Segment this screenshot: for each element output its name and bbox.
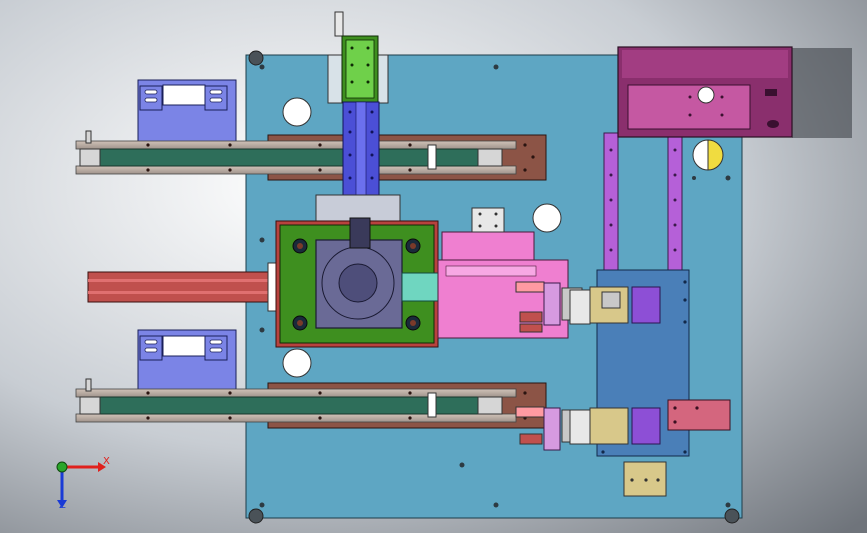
control-panel [627,84,751,130]
conveyor-roller [477,396,503,415]
x-axis-label: X [103,456,110,467]
control-box-shadow [792,48,852,138]
power-button[interactable] [697,86,715,104]
pink-mount [441,231,535,263]
base-foot [248,50,264,66]
base-foot [724,508,740,524]
base-foot [248,508,264,524]
control-box-top [622,50,788,78]
conveyor-rail-bottom [75,388,517,398]
conveyor-rail-top [75,165,517,175]
status-indicator [765,89,777,96]
cylinder-rod [334,11,344,37]
base-large-hole [532,203,562,233]
z-axis-label: Z [59,500,66,511]
conveyor-rail-bottom [75,413,517,423]
gripper-jaw [543,407,561,451]
conveyor-roller [79,396,101,415]
knob[interactable] [767,120,779,128]
gripper-jaw-purple [631,407,661,445]
gripper-bracket [515,281,545,293]
base-large-hole [282,348,312,378]
sensor-block [471,207,505,233]
gripper-cylinder [589,407,629,445]
gripper-jaw-purple [631,286,661,324]
gripper-jaw [543,282,561,326]
indicator-lamp [707,139,724,171]
conveyor-roller [477,148,503,167]
end-stop-block [667,399,731,431]
conveyor-rail-top [75,140,517,150]
gripper-bracket [515,406,545,418]
red-linear-rail [87,271,269,303]
base-large-hole [282,97,312,127]
coordinate-triad [56,461,106,508]
conveyor-roller [79,148,101,167]
